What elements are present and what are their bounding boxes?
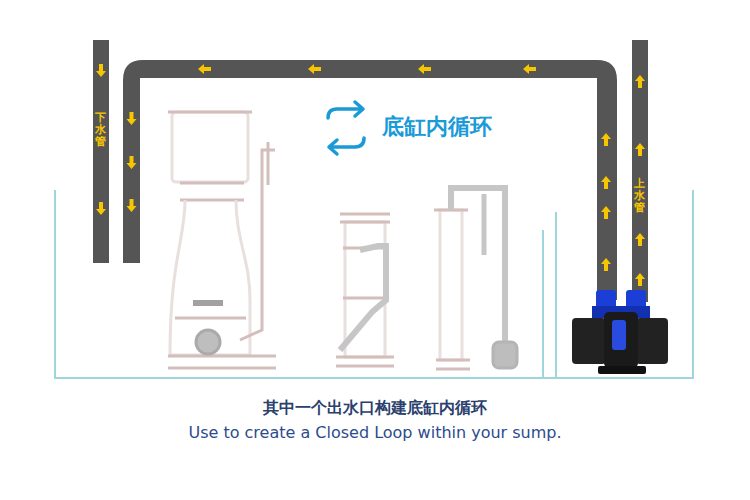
calcium-reactor bbox=[434, 188, 517, 369]
flow-arrow bbox=[601, 133, 611, 146]
flow-arrow bbox=[127, 112, 137, 125]
flow-arrows bbox=[96, 64, 645, 286]
flow-arrow bbox=[418, 64, 431, 74]
pipe-name: 上水管 bbox=[634, 178, 645, 214]
media-reactor bbox=[336, 214, 394, 366]
flow-arrow bbox=[127, 156, 137, 169]
flow-arrow bbox=[601, 206, 611, 219]
flow-arrow bbox=[601, 258, 611, 271]
flow-arrow bbox=[601, 176, 611, 189]
protein-skimmer bbox=[168, 112, 276, 368]
flow-arrow bbox=[523, 64, 536, 74]
english-caption: Use to create a Closed Loop within your … bbox=[188, 423, 561, 442]
loop-pipe bbox=[123, 60, 617, 300]
flow-arrow bbox=[127, 199, 137, 212]
pipe-name: 下水管 bbox=[95, 112, 106, 148]
flow-arrow bbox=[198, 64, 211, 74]
standalone-pipes bbox=[93, 40, 648, 302]
flow-arrow bbox=[96, 202, 106, 215]
loop-heading: 底缸内循环 bbox=[382, 112, 492, 142]
flow-arrow bbox=[635, 75, 645, 88]
flow-arrow bbox=[635, 233, 645, 246]
flow-arrow bbox=[635, 143, 645, 156]
flow-arrow bbox=[308, 64, 321, 74]
pipe-label: 下水管 bbox=[93, 40, 109, 263]
cycle-icon bbox=[328, 102, 364, 154]
pipe-label: 上水管 bbox=[632, 40, 648, 302]
caption: 其中一个出水口构建底缸内循环 bbox=[263, 398, 487, 419]
return-pump bbox=[572, 290, 668, 374]
flow-arrow bbox=[96, 64, 106, 77]
flow-arrow bbox=[635, 273, 645, 286]
